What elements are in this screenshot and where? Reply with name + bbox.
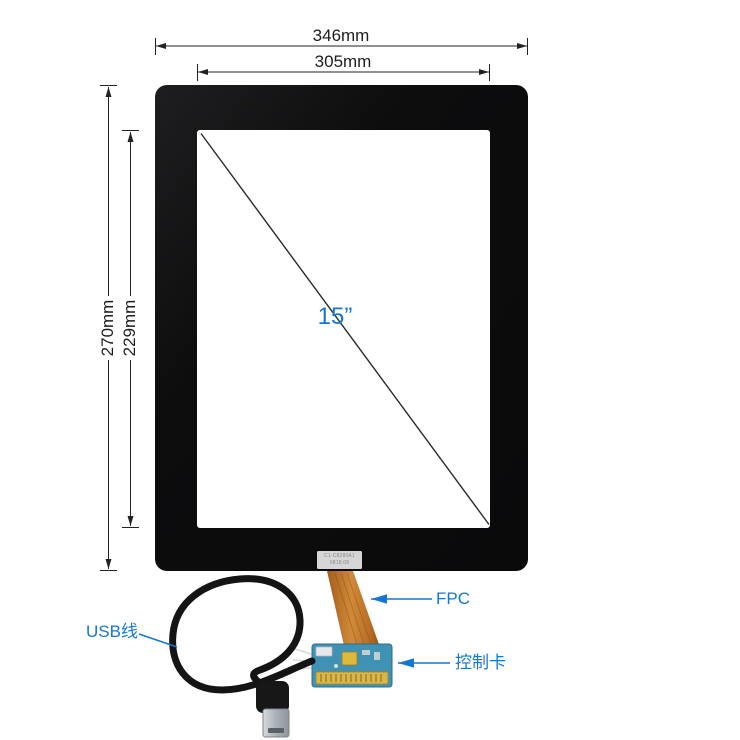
serial-sticker-line1: C1-C8280A1 <box>324 553 355 559</box>
pcb-chip <box>341 651 358 666</box>
panel-active-area <box>197 130 490 528</box>
dim-outer-width-label: 346mm <box>312 26 370 45</box>
fpc-ribbon <box>327 571 381 650</box>
usb-pointer-line <box>138 633 178 648</box>
usb-connector <box>256 681 290 738</box>
fpc-label: FPC <box>436 589 470 608</box>
pcb-pin-header <box>315 671 389 685</box>
controller-label: 控制卡 <box>455 653 506 672</box>
usb-cable-label: USB线 <box>86 622 138 641</box>
dim-inner-width-label: 305mm <box>314 52 372 71</box>
serial-sticker <box>317 551 362 569</box>
serial-sticker-text: C1-C8280A1 0818.08 <box>317 553 362 567</box>
dim-inner-height-label: 229mm <box>120 296 139 360</box>
pcb-ffc-connector <box>315 646 333 657</box>
dim-inner-width <box>197 64 490 81</box>
diagonal-line <box>200 133 490 525</box>
dim-outer-height-label: 270mm <box>98 296 117 360</box>
dim-outer-width <box>155 38 528 55</box>
serial-sticker-line2: 0818.08 <box>329 560 350 566</box>
usb-cable <box>169 575 316 694</box>
controller-pcb <box>311 643 393 688</box>
diagonal-size-label: 15” <box>317 303 353 330</box>
